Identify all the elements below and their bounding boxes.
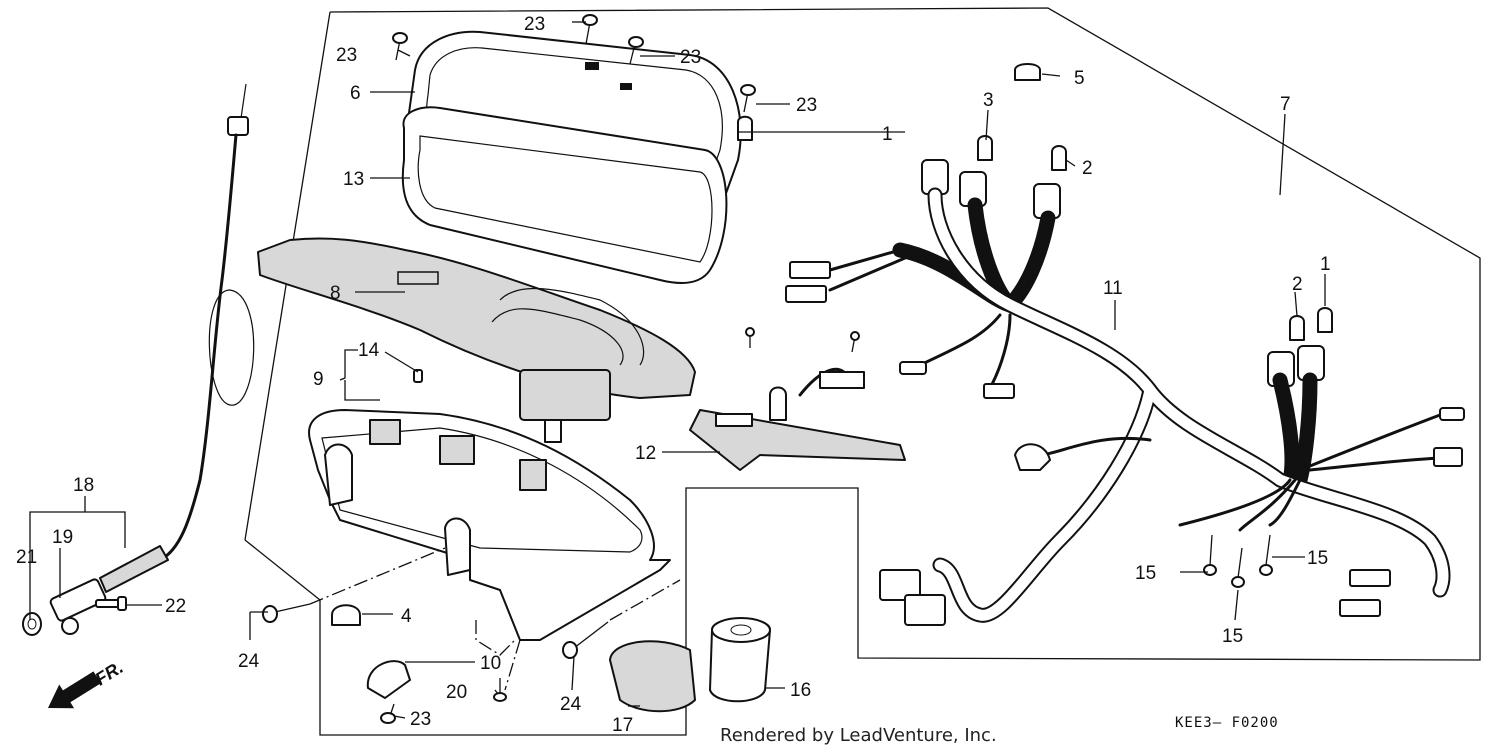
screw-23-b[interactable] <box>582 14 598 45</box>
bulb-2-lower[interactable] <box>1289 315 1305 341</box>
callout-19: 19 <box>52 527 73 548</box>
callout-16: 16 <box>790 680 811 701</box>
callout-15-a: 15 <box>1307 548 1328 569</box>
screw-22[interactable] <box>95 596 127 611</box>
callout-labels: 1 3 2 5 7 2 1 11 6 13 8 9 14 12 23 23 23… <box>16 14 1331 736</box>
spring-14[interactable] <box>413 369 423 383</box>
cap-4[interactable] <box>331 604 361 626</box>
callout-6: 6 <box>350 83 361 104</box>
bulb-1-lower[interactable] <box>1317 307 1333 333</box>
harness-connectors <box>785 261 1465 626</box>
callout-24-b: 24 <box>560 694 582 715</box>
screws-15[interactable] <box>1203 534 1273 588</box>
screw-24-b[interactable] <box>562 621 609 659</box>
callout-11: 11 <box>1103 278 1123 299</box>
screw-24-a[interactable] <box>262 603 311 623</box>
callout-7: 7 <box>1280 94 1291 115</box>
grommet-5[interactable] <box>1014 63 1041 81</box>
bulb-1-upper[interactable] <box>737 115 753 141</box>
rendered-by-text: Rendered by LeadVenture, Inc. <box>720 725 997 746</box>
callout-23-b: 23 <box>524 14 545 35</box>
callout-15-c: 15 <box>1222 626 1243 647</box>
diagram-code: KEE3— F0200 <box>1175 715 1279 731</box>
screw-20[interactable] <box>493 678 507 702</box>
front-direction-arrow <box>48 671 101 709</box>
callout-10: 10 <box>480 653 501 674</box>
pad-17[interactable] <box>609 640 696 713</box>
callout-12: 12 <box>635 443 656 464</box>
leader-lines <box>29 21 1326 719</box>
callout-8: 8 <box>330 283 341 304</box>
meter-gasket[interactable] <box>401 106 728 284</box>
callout-15-b: 15 <box>1135 563 1156 584</box>
meter-case[interactable] <box>308 409 671 641</box>
screw-23-e[interactable] <box>380 703 396 724</box>
screw-23-c[interactable] <box>628 36 644 65</box>
callout-21: 21 <box>16 547 37 568</box>
callout-24-a: 24 <box>238 651 260 672</box>
callout-20: 20 <box>446 682 467 703</box>
meter-face-panel[interactable] <box>257 237 696 399</box>
callout-14: 14 <box>358 340 380 361</box>
callout-1-lower: 1 <box>1320 254 1331 275</box>
callout-23-c: 23 <box>680 47 701 68</box>
speedometer-cable[interactable] <box>22 83 255 636</box>
callout-4: 4 <box>401 606 412 627</box>
callout-17: 17 <box>612 715 633 736</box>
bulb-3[interactable] <box>977 135 993 161</box>
wire-harness[interactable] <box>828 187 1451 623</box>
callout-2-upper: 2 <box>1082 158 1093 179</box>
callout-1-upper: 1 <box>882 124 893 145</box>
callout-23-d: 23 <box>796 95 817 116</box>
callout-5: 5 <box>1074 68 1085 89</box>
callout-22: 22 <box>165 596 186 617</box>
callout-18: 18 <box>73 475 94 496</box>
socket-holders <box>921 159 1325 387</box>
sensor-16[interactable] <box>709 617 771 703</box>
callout-3: 3 <box>983 90 994 111</box>
callout-23-a: 23 <box>336 45 357 66</box>
board-screws <box>745 327 860 353</box>
clamp-10[interactable] <box>366 660 411 699</box>
indicator-board[interactable] <box>689 367 906 471</box>
callout-13: 13 <box>343 169 364 190</box>
screw-23-a[interactable] <box>392 32 408 61</box>
callout-2-lower: 2 <box>1292 274 1303 295</box>
callout-9: 9 <box>313 369 324 390</box>
bulb-2-upper[interactable] <box>1051 145 1067 171</box>
callout-23-e: 23 <box>410 709 431 730</box>
meter-gauge-mechanism <box>519 369 611 443</box>
screw-23-d[interactable] <box>740 84 756 113</box>
